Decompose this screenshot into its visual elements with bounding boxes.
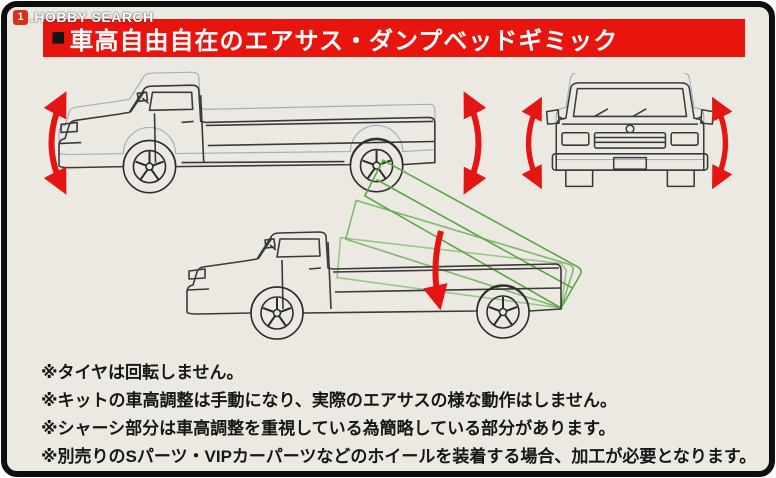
ride-height-arrow-left-icon: [43, 91, 67, 195]
front-ride-height-arrow-left-icon: [521, 96, 542, 190]
header-banner: ■ 車高自由自在のエアサス・ダンプベッドギミック: [43, 19, 745, 57]
note-line: ※シャーシ部分は車高調整を重視している為簡略している部分があります。: [41, 419, 616, 438]
tilted-bed-outline: [336, 159, 582, 310]
banner-square-marker: ■: [51, 24, 66, 51]
front-ride-height-arrow-right-icon: [712, 96, 733, 190]
watermark: 1 .HOBBY SEARCH: [13, 9, 154, 25]
watermark-text: .HOBBY SEARCH: [30, 9, 154, 25]
bed-tilt-arrow-icon: [422, 230, 448, 311]
truck-dump-bed-drawing: [186, 159, 582, 340]
ride-height-arrow-right-icon: [463, 91, 487, 195]
truck-side-view-drawing: [58, 71, 436, 194]
note-line: ※タイヤは回転しません。: [41, 363, 244, 382]
notes-list: ※タイヤは回転しません。 ※キットの車高調整は手動になり、実際のエアサスの様な動…: [41, 360, 757, 471]
page-title: 車高自由自在のエアサス・ダンプベッドギミック: [69, 27, 619, 55]
note-line: ※別売りのSパーツ・VIPカーパーツなどのホイールを装着する場合、加工が必要とな…: [41, 447, 757, 466]
note-line: ※キットの車高調整は手動になり、実際のエアサスの様な動作はしません。: [41, 391, 617, 410]
truck-front-view-drawing: [545, 73, 715, 188]
hobbysearch-logo-icon: 1: [13, 9, 28, 25]
